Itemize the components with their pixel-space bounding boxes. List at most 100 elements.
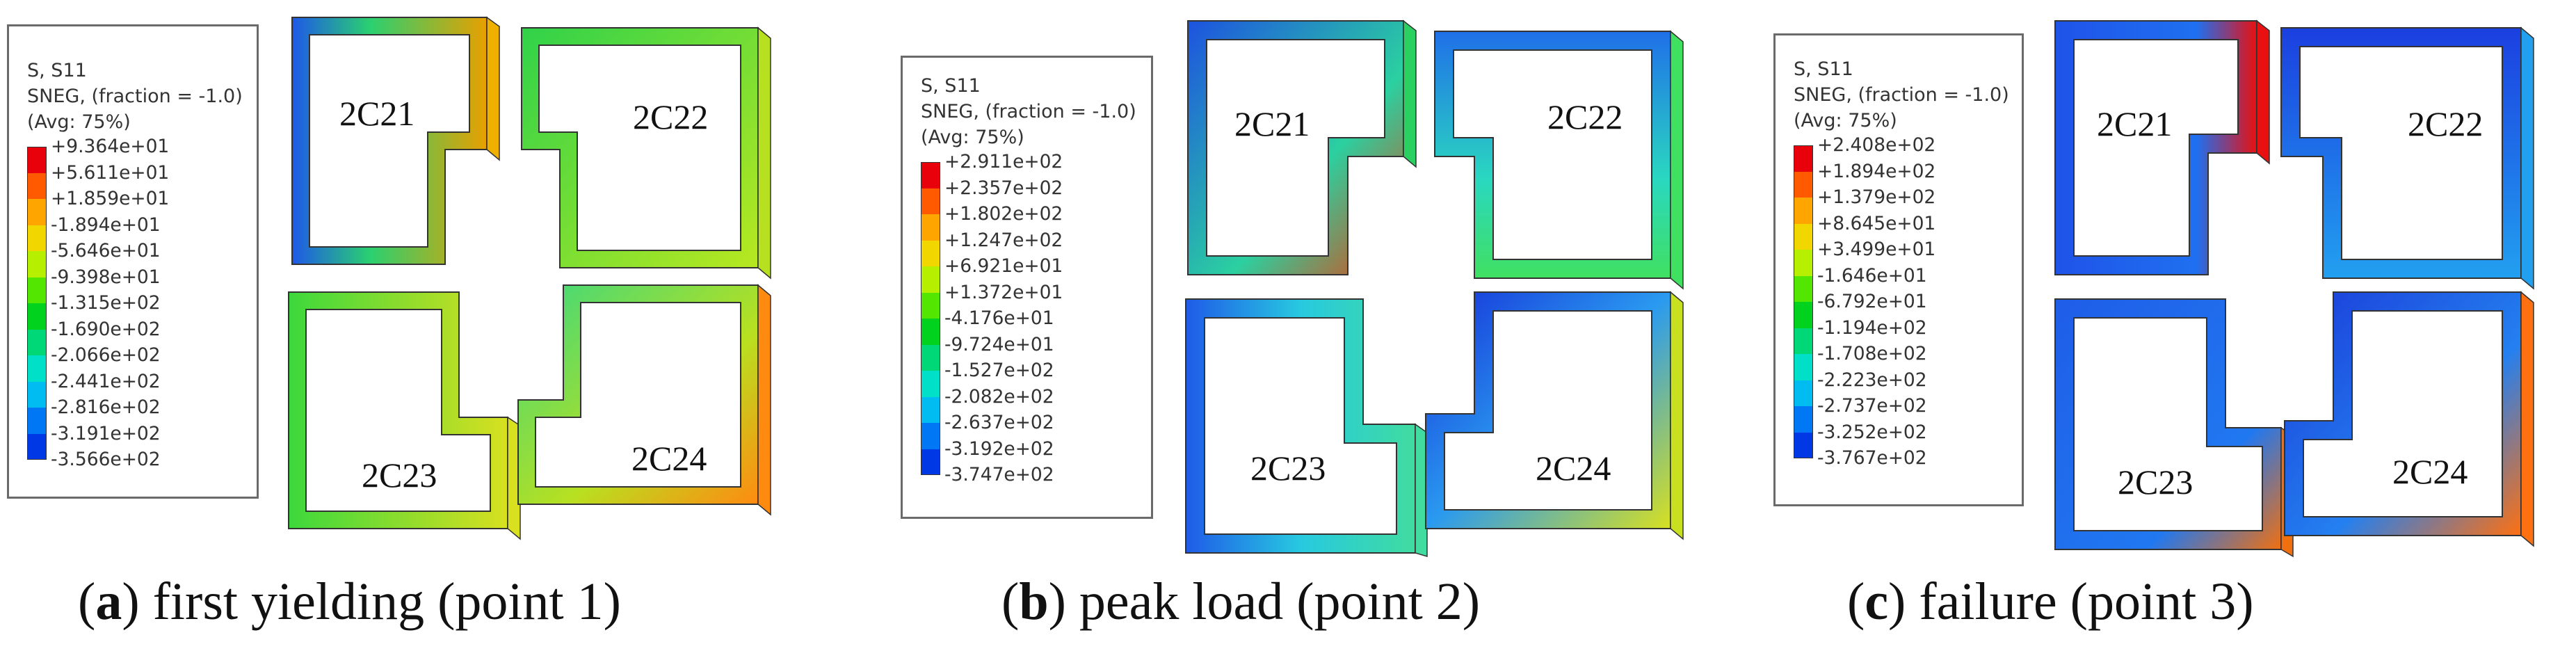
specimen-2C21: 2C21 <box>2054 19 2270 275</box>
color-swatch <box>921 188 940 214</box>
scale-tick-label: +3.499e+01 <box>1817 239 1936 260</box>
specimen-label-2C24: 2C24 <box>1536 449 1611 488</box>
caption-letter: a <box>95 572 122 631</box>
caption-text: failure (point 3) <box>1919 572 2254 631</box>
specimen-label-2C23: 2C23 <box>2118 463 2193 501</box>
specimen-label-2C24: 2C24 <box>631 439 707 478</box>
caption-text: peak load (point 2) <box>1079 572 1481 631</box>
color-swatch <box>27 225 47 251</box>
color-swatch <box>1794 275 1813 302</box>
specimen-label-2C22: 2C22 <box>633 97 708 136</box>
scale-tick-label: -2.637e+02 <box>944 412 1054 433</box>
caption: (b) peak load (point 2) <box>1001 572 1481 631</box>
color-swatch <box>921 292 940 319</box>
color-swatch <box>921 240 940 266</box>
specimen-2C22: 2C22 <box>2280 26 2534 290</box>
scale-tick-label: -9.398e+01 <box>51 266 161 288</box>
scale-tick-label: -2.737e+02 <box>1817 395 1927 417</box>
scale-tick-label: -1.194e+02 <box>1817 316 1927 339</box>
color-swatch <box>921 344 940 371</box>
specimen-label-2C24: 2C24 <box>2392 452 2468 491</box>
specimen-2C23: 2C23 <box>1185 298 1428 558</box>
specimen-2C24: 2C24 <box>517 284 771 516</box>
scale-tick-label: +9.364e+01 <box>51 136 170 157</box>
legend-box: S, S11 SNEG, (fraction = -1.0) (Avg: 75%… <box>901 56 1153 519</box>
color-swatch <box>1794 198 1813 224</box>
legend-averaging: (Avg: 75%) <box>1794 110 1897 131</box>
color-swatch <box>921 162 940 188</box>
scale-tick-label: -2.816e+02 <box>51 396 161 418</box>
panel-first-yielding: S, S11 SNEG, (fraction = -1.0) (Avg: 75%… <box>0 0 835 651</box>
legend-averaging: (Avg: 75%) <box>27 111 131 133</box>
scale-tick-label: +5.611e+01 <box>51 161 170 184</box>
scale-tick-label: -3.767e+02 <box>1817 447 1927 469</box>
specimen-label-2C23: 2C23 <box>362 456 437 495</box>
caption-letter: c <box>1865 572 1889 631</box>
scale-tick-label: +2.911e+02 <box>944 151 1063 172</box>
specimen-model-view: 2C21 2C22 2C23 2C24 <box>1185 19 1684 558</box>
scale-tick-label: -3.566e+02 <box>51 449 161 470</box>
specimen-model-view: 2C21 2C22 2C23 2C24 <box>2054 19 2534 558</box>
scale-tick-label: -4.176e+01 <box>944 307 1054 329</box>
color-swatch <box>1794 223 1813 250</box>
scale-tick-label: +1.894e+02 <box>1817 160 1936 182</box>
specimen-label-2C23: 2C23 <box>1250 449 1326 488</box>
scale-tick-label: +1.379e+02 <box>1817 186 1936 208</box>
color-swatch <box>27 381 47 408</box>
legend-box: S, S11 SNEG, (fraction = -1.0) (Avg: 75%… <box>7 24 259 499</box>
color-swatch <box>921 266 940 293</box>
legend-variable: S, S11 <box>1794 58 1853 80</box>
scale-tick-label: -1.646e+01 <box>1817 264 1927 287</box>
caption: (c) failure (point 3) <box>1847 572 2254 631</box>
specimen-label-2C21: 2C21 <box>1234 104 1310 143</box>
scale-tick-label: -9.724e+01 <box>944 333 1054 355</box>
color-swatch <box>921 371 940 397</box>
color-swatch <box>27 251 47 278</box>
scale-tick-label: -2.223e+02 <box>1817 369 1927 391</box>
caption-letter: b <box>1019 572 1049 631</box>
scale-tick-label: -3.191e+02 <box>51 422 161 444</box>
color-swatch <box>27 199 47 225</box>
specimen-model-view: 2C21 2C22 2C23 2C24 <box>288 16 771 540</box>
color-swatch <box>27 355 47 382</box>
color-swatch <box>921 449 940 475</box>
scale-tick-label: -3.747e+02 <box>944 464 1054 485</box>
scale-tick-label: +6.921e+01 <box>944 255 1063 277</box>
color-swatch <box>27 172 47 199</box>
color-swatch <box>1794 171 1813 198</box>
color-swatch <box>1794 302 1813 328</box>
color-swatch <box>27 433 47 460</box>
panel-peak-load: S, S11 SNEG, (fraction = -1.0) (Avg: 75%… <box>890 0 1732 651</box>
specimen-2C24: 2C24 <box>2284 291 2534 547</box>
color-swatch <box>1794 328 1813 354</box>
color-swatch <box>1794 406 1813 433</box>
color-swatch <box>27 408 47 434</box>
legend-section-point: SNEG, (fraction = -1.0) <box>27 86 243 107</box>
specimen-2C24: 2C24 <box>1425 291 1684 540</box>
specimen-2C23: 2C23 <box>288 291 521 540</box>
specimen-2C22: 2C22 <box>521 26 771 280</box>
scale-tick-label: -5.646e+01 <box>51 240 161 262</box>
color-swatch <box>921 214 940 241</box>
legend-box: S, S11 SNEG, (fraction = -1.0) (Avg: 75%… <box>1773 33 2024 506</box>
scale-tick-label: +1.247e+02 <box>944 229 1063 251</box>
scale-tick-label: -2.066e+02 <box>51 344 161 366</box>
color-swatch <box>1794 380 1813 406</box>
scale-tick-label: -1.527e+02 <box>944 360 1054 381</box>
scale-tick-label: -1.690e+02 <box>51 318 161 340</box>
scale-tick-label: -2.082e+02 <box>944 385 1054 408</box>
caption-text: first yielding (point 1) <box>152 572 621 631</box>
specimen-2C23: 2C23 <box>2054 298 2294 558</box>
legend-averaging: (Avg: 75%) <box>921 127 1024 148</box>
scale-tick-label: +1.802e+02 <box>944 203 1063 225</box>
scale-tick-label: -1.894e+01 <box>51 214 161 236</box>
scale-tick-label: +8.645e+01 <box>1817 212 1936 234</box>
scale-tick-label: -1.708e+02 <box>1817 343 1927 364</box>
color-swatch <box>27 303 47 330</box>
specimen-label-2C21: 2C21 <box>2097 104 2172 143</box>
specimen-label-2C22: 2C22 <box>2408 104 2483 143</box>
specimen-2C22: 2C22 <box>1434 30 1684 290</box>
scale-tick-label: -2.441e+02 <box>51 370 161 392</box>
scale-tick-label: -3.192e+02 <box>944 437 1054 460</box>
color-swatch <box>921 423 940 449</box>
